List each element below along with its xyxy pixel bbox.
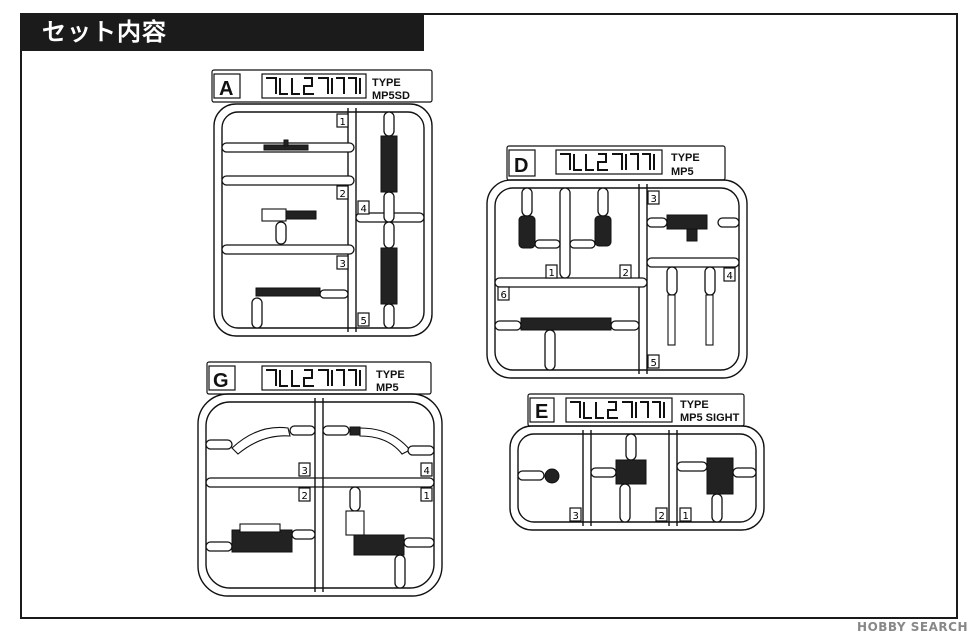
sprue-d-part-2: 2 (623, 268, 629, 279)
sprue-e-type-word: TYPE (680, 399, 709, 411)
sprue-d-letter-box (508, 149, 536, 177)
sprue-a-letter: A (219, 78, 233, 100)
sprue-a-suppressor-part (380, 135, 398, 193)
sprue-g-magazine-part (345, 510, 365, 536)
sprue-a: A TYPE MP5SD 1 2 3 4 5 (211, 69, 433, 337)
sprue-g-curved-part (359, 427, 411, 455)
sprue-e-part-2: 2 (659, 511, 665, 522)
sprue-a-stock-part (261, 208, 287, 222)
sprue-a-part-2: 2 (340, 189, 346, 200)
page-title: セット内容 (20, 13, 424, 51)
sprue-e-sight-part (706, 457, 734, 495)
sprue-a-letter-box (213, 73, 241, 99)
sprue-a-part-5: 5 (361, 316, 367, 327)
sprue-d-part-5: 5 (651, 358, 657, 369)
sprue-g-receiver-half (353, 534, 405, 556)
sprue-g-model: MP5 (376, 382, 399, 394)
sprue-e-letter: E (535, 401, 548, 423)
sprue-d-rod-part (667, 294, 676, 346)
sprue-e-sight-part (615, 459, 647, 485)
sprue-e-letter-box (529, 397, 555, 423)
sprue-e-frame (509, 425, 765, 531)
sprue-a-part-3: 3 (340, 259, 346, 270)
sprue-g: G TYPE MP5 3 2 4 1 (197, 361, 443, 597)
sprue-d-type-word: TYPE (671, 152, 700, 164)
sprue-d: D TYPE MP5 1 2 3 4 5 6 (486, 145, 748, 379)
sprue-g-letter: G (213, 370, 229, 392)
sprue-g-frame (197, 393, 443, 597)
sprue-g-letter-box (208, 365, 236, 391)
sprue-d-rod-part (705, 294, 714, 346)
sprue-a-type-word: TYPE (372, 77, 401, 89)
watermark: HOBBY SEARCH (857, 620, 968, 634)
sprue-d-frame (486, 179, 748, 379)
sprue-d-part-1: 1 (549, 268, 555, 279)
sprue-d-grip-part (594, 215, 612, 247)
sprue-d-model: MP5 (671, 166, 694, 178)
sprue-d-part-4: 4 (727, 271, 733, 282)
sprue-e-part-3: 3 (573, 511, 579, 522)
sprue-a-receiver-part (255, 287, 321, 297)
sprue-a-frame (213, 103, 433, 337)
sprue-a-model: MP5SD (372, 90, 410, 102)
sprue-d-trigger-part (666, 214, 708, 230)
sprue-e-lens-part (544, 468, 560, 484)
sprue-a-part-1: 1 (340, 117, 346, 128)
sprue-g-part-3: 3 (302, 466, 308, 477)
sprue-g-receiver-half (231, 529, 293, 553)
sprue-g-part-4: 4 (424, 466, 430, 477)
sprue-g-part-1: 1 (424, 491, 430, 502)
sprue-e-part-1: 1 (683, 511, 689, 522)
sprue-a-suppressor-part (380, 247, 398, 305)
sprue-e: E TYPE MP5 SIGHT 3 2 1 (509, 393, 765, 531)
sprue-d-grip-part (518, 215, 536, 249)
sprue-d-part-6: 6 (501, 290, 507, 301)
sprue-d-part-3: 3 (651, 194, 657, 205)
sprue-g-part-2: 2 (302, 491, 308, 502)
sprue-g-curved-part (231, 426, 291, 455)
sprue-e-model: MP5 SIGHT (680, 412, 740, 424)
content-frame (20, 13, 958, 619)
sprue-g-type-word: TYPE (376, 369, 405, 381)
sprue-a-part-4: 4 (361, 204, 367, 215)
sprue-d-letter: D (514, 155, 528, 177)
sprue-d-barrel-part (520, 317, 612, 331)
